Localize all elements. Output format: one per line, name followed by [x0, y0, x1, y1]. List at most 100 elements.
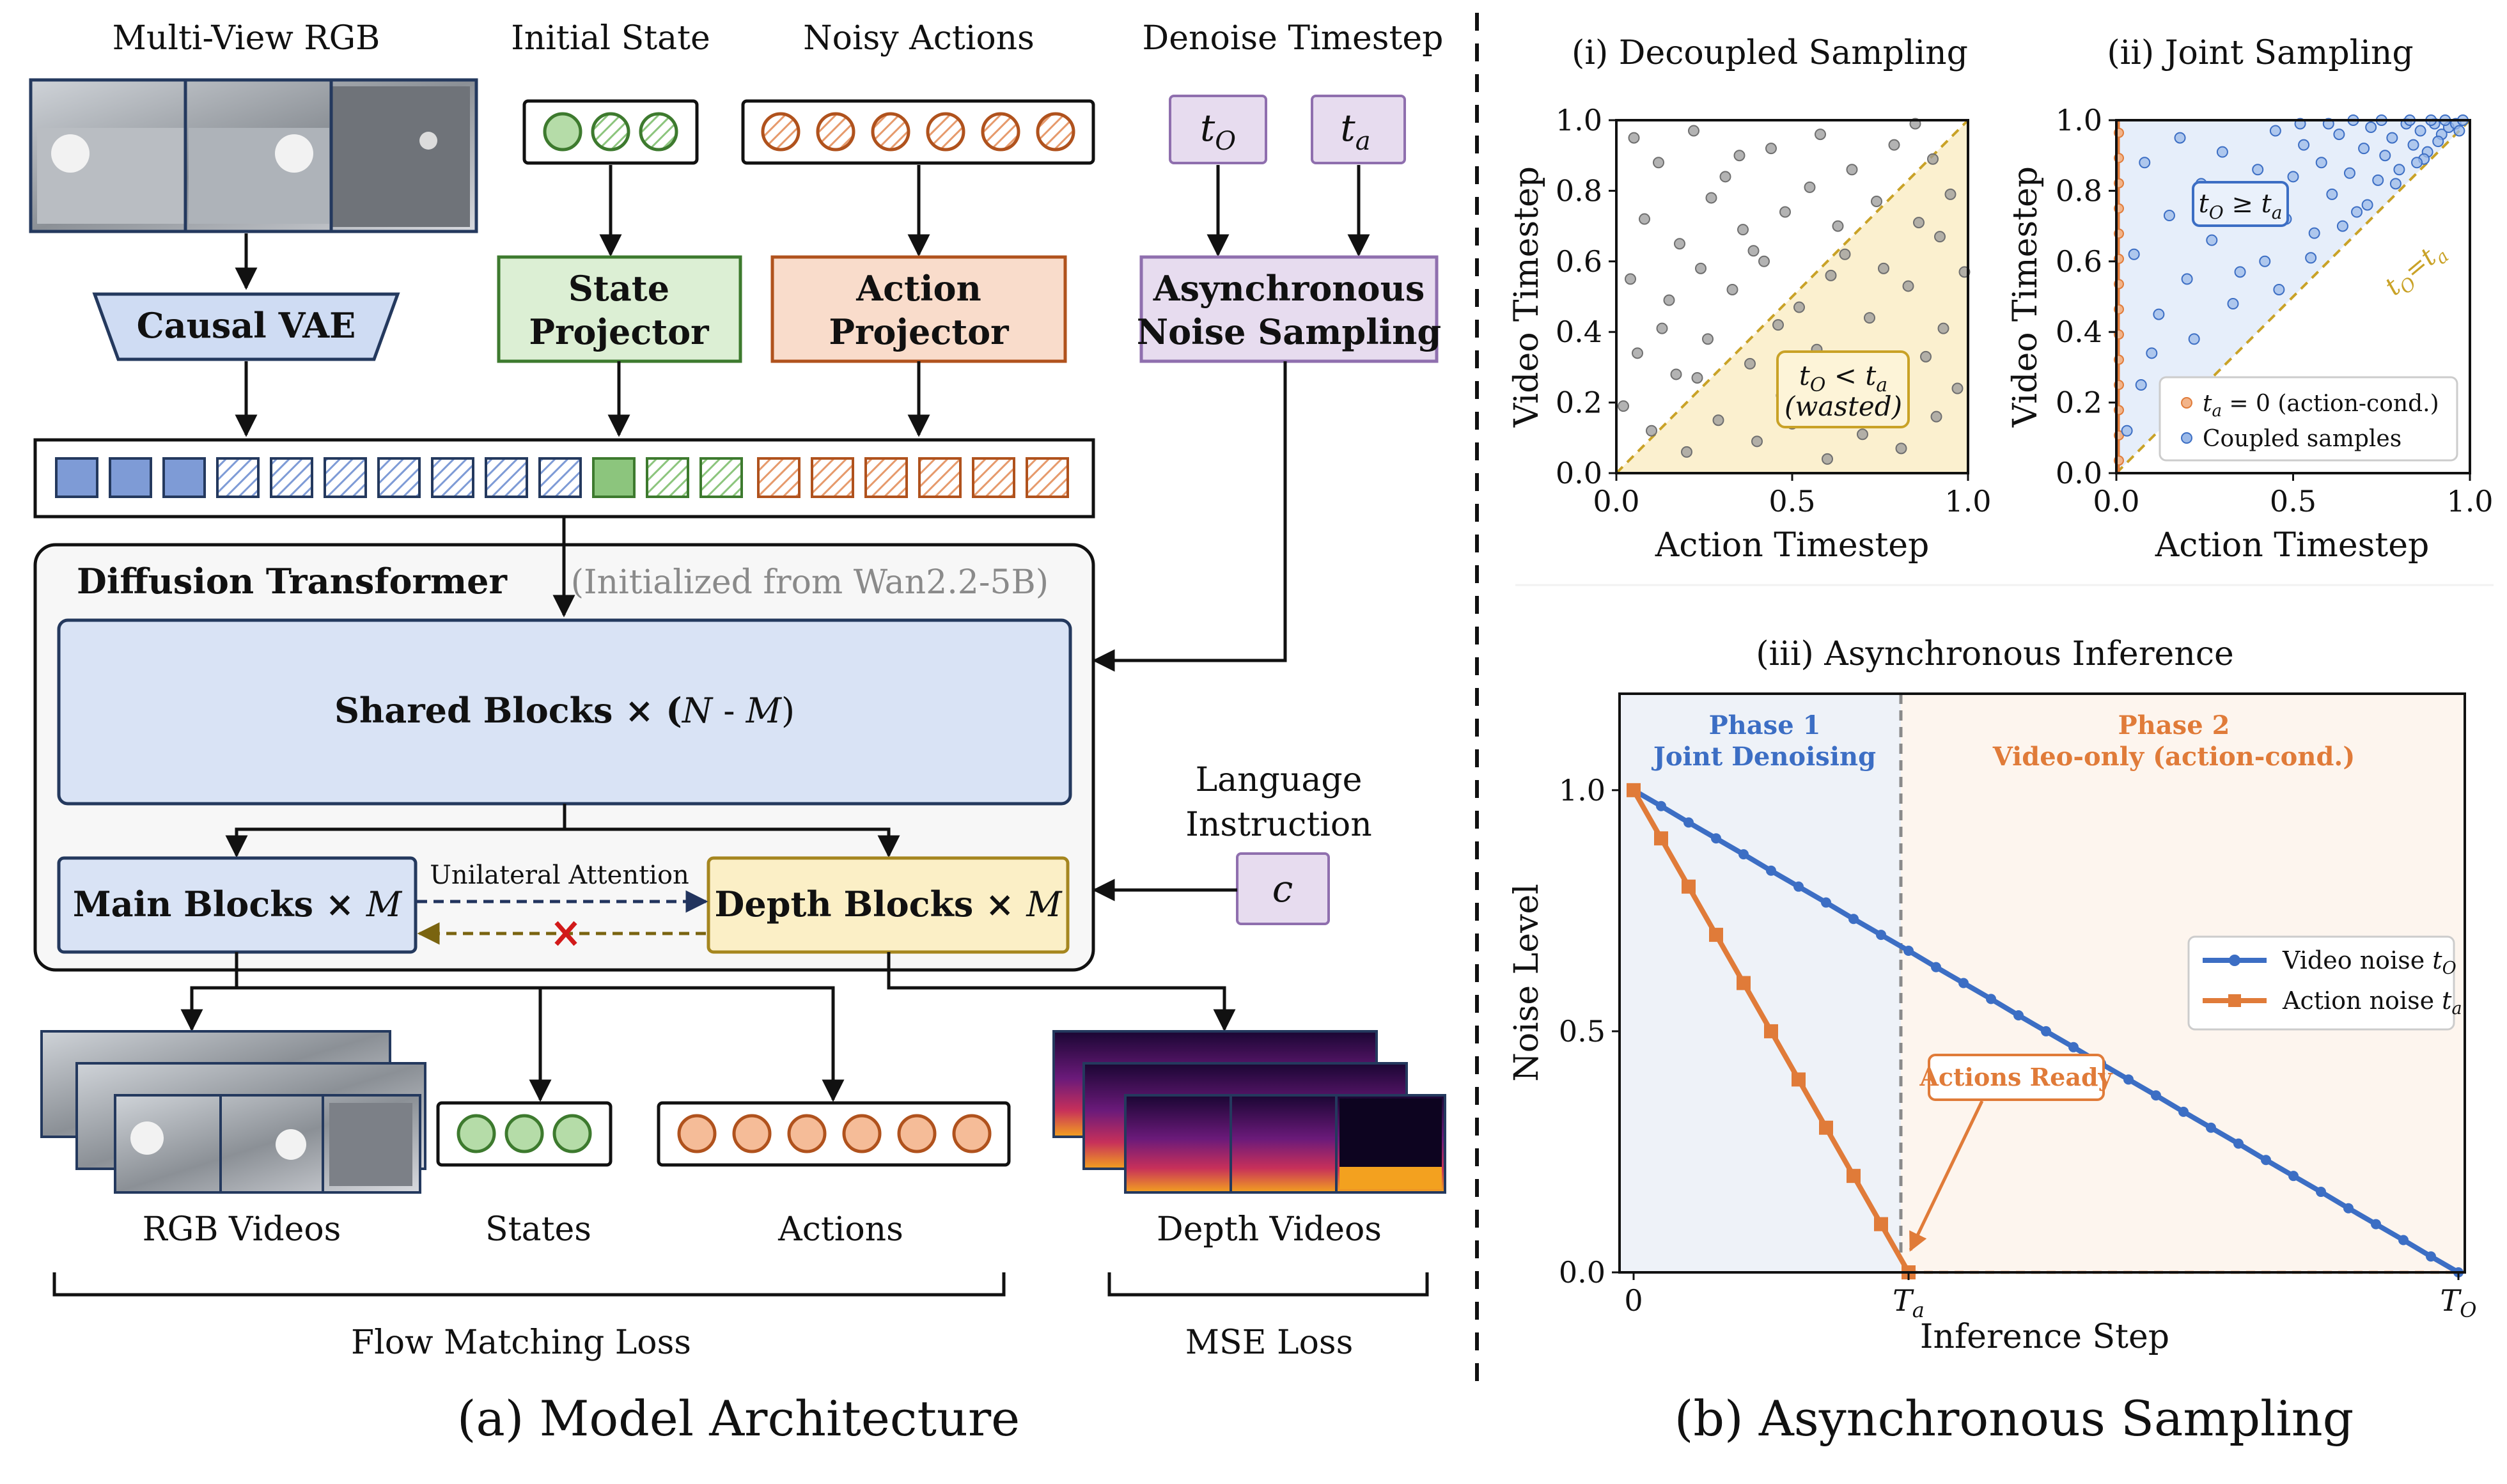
dit-init-note: (Initialized from Wan2.2-5B): [571, 563, 1049, 602]
action-projector-block: [770, 255, 1067, 363]
chart2-xlabel: Action Timestep: [2155, 526, 2430, 565]
multiview-rgb-image: [29, 78, 478, 233]
chart2-legend-action-cond: ta = 0 (action-cond.): [2203, 391, 2439, 421]
chart3-ytick-label: 0.0: [1559, 1255, 1605, 1290]
chart1-point: [1902, 280, 1914, 292]
chart2-point: [2139, 157, 2151, 169]
chart2-point: [2269, 125, 2281, 137]
chart2-point: [2273, 283, 2285, 295]
chart1-point: [1670, 368, 1682, 380]
video-tokens: [55, 457, 582, 498]
joint-sampling-chart: (ii) Joint Sampling tO ≥ ta tO=ta ta = 0…: [2006, 34, 2494, 565]
shared-blocks-label: Shared Blocks × (N - M): [334, 690, 795, 731]
mse-loss-bracket: [1107, 1272, 1429, 1297]
state-token: [591, 112, 630, 152]
chart3-title: (iii) Asynchronous Inference: [1756, 635, 2233, 673]
chart2-point: [2287, 171, 2299, 183]
action-noise-point: [1792, 1072, 1806, 1087]
action-tokens: [757, 457, 1069, 498]
language-label-line1: Language: [1196, 761, 1363, 799]
action-noise-point: [1737, 976, 1751, 990]
chart1-point: [1705, 192, 1717, 204]
chart2-point: [2432, 136, 2444, 148]
actions-ready-label: Actions Ready: [1919, 1063, 2113, 1091]
chart2-xtick-label: 1.0: [2446, 484, 2493, 519]
chart1-point: [1751, 435, 1763, 448]
chart1-point: [1772, 319, 1784, 331]
flow-matching-loss-label: Flow Matching Loss: [351, 1324, 691, 1362]
chart2-xtick-label: 0.5: [2270, 484, 2316, 519]
chart1-point: [1639, 213, 1650, 225]
chart2-xtick-label: 0.0: [2093, 484, 2139, 519]
action-projector-line2: Projector: [829, 311, 1009, 352]
chart3-ytick-label: 1.0: [1559, 773, 1605, 808]
async-noise-line2: Noise Sampling: [1137, 311, 1441, 352]
decoupled-sampling-chart: (i) Decoupled Sampling tO < ta (wasted) …: [1508, 34, 1992, 565]
chart1-point: [1758, 255, 1770, 267]
action-noise-point: [1874, 1217, 1888, 1231]
depth-video-frames: [1052, 1030, 1446, 1194]
video-noise-point: [1656, 801, 1666, 811]
chart1-point: [1625, 273, 1636, 285]
dit-title: Diffusion Transformer: [77, 561, 507, 602]
video-noise-point: [2371, 1219, 2381, 1230]
video-noise-point: [2426, 1251, 2436, 1262]
chart1-point: [1944, 188, 1956, 200]
chart2-point: [2181, 273, 2193, 285]
action-projector-line1: Action: [855, 268, 981, 309]
chart1-point: [1815, 129, 1826, 141]
chart1-point: [1825, 269, 1837, 281]
chart2-ytick-label: 0.2: [2056, 386, 2102, 420]
actions-label: Actions: [777, 1210, 903, 1249]
chart2-ytick-label: 0.0: [2056, 456, 2102, 490]
rgb-videos-label: RGB Videos: [143, 1210, 341, 1249]
chart2-point: [2206, 234, 2218, 246]
causal-vae-block: [92, 292, 400, 361]
state-token: [543, 112, 582, 152]
chart2-point: [2343, 167, 2355, 179]
chart1-point: [1653, 157, 1664, 169]
t-o-box: [1169, 95, 1267, 164]
chart2-point: [2315, 157, 2327, 169]
chart1-annotation: tO < ta: [1799, 360, 1887, 396]
chart2-point: [2386, 132, 2398, 144]
chart1-ytick-label: 0.2: [1556, 386, 1602, 420]
chart2-point: [2414, 125, 2426, 137]
action-noise-point: [1627, 783, 1641, 797]
architecture-caption: (a) Model Architecture: [457, 1390, 1020, 1447]
chart1-point: [1895, 442, 1907, 455]
chart2-point: [2351, 206, 2363, 218]
action-noise-point: [1654, 831, 1668, 846]
chart2-point: [2234, 266, 2246, 278]
chart2-point: [2407, 139, 2419, 151]
chart2-point: [2308, 227, 2320, 239]
state-token: [639, 112, 678, 152]
noisy-actions-label: Noisy Actions: [803, 19, 1035, 58]
chart1-point: [1779, 206, 1791, 218]
rgb-video-frames: [40, 1030, 426, 1194]
chart1-point: [1930, 410, 1942, 423]
main-blocks-label: Main Blocks × M: [73, 884, 403, 925]
chart2-annotation: tO ≥ ta: [2199, 189, 2283, 223]
chart1-point: [1628, 132, 1640, 144]
chart1-point: [1804, 181, 1816, 193]
chart1-point: [1688, 125, 1699, 137]
chart1-point: [1733, 150, 1746, 162]
depth-blocks-label: Depth Blocks × M: [715, 884, 1063, 925]
chart1-point: [1695, 262, 1706, 274]
chart1-ytick-label: 0.8: [1556, 173, 1602, 208]
chart2-point: [2358, 143, 2370, 155]
chart1-point: [1857, 428, 1868, 441]
chart2-point: [2411, 157, 2423, 169]
async-noise-line1: Asynchronous: [1153, 268, 1425, 309]
video-noise-point: [1958, 978, 1969, 988]
actions-ready-callout: Actions Ready: [1909, 1054, 2113, 1252]
chart1-ytick-label: 0.4: [1556, 315, 1602, 349]
video-noise-point: [2041, 1026, 2051, 1036]
chart2-point: [2153, 308, 2165, 320]
chart2-point: [2146, 347, 2158, 359]
chart2-point: [2259, 255, 2271, 267]
chart3-xtick-label: Ta: [1893, 1283, 1925, 1322]
chart2-point: [2227, 298, 2239, 310]
async-inference-chart: (iii) Asynchronous Inference Phase 1 Joi…: [1508, 635, 2476, 1356]
